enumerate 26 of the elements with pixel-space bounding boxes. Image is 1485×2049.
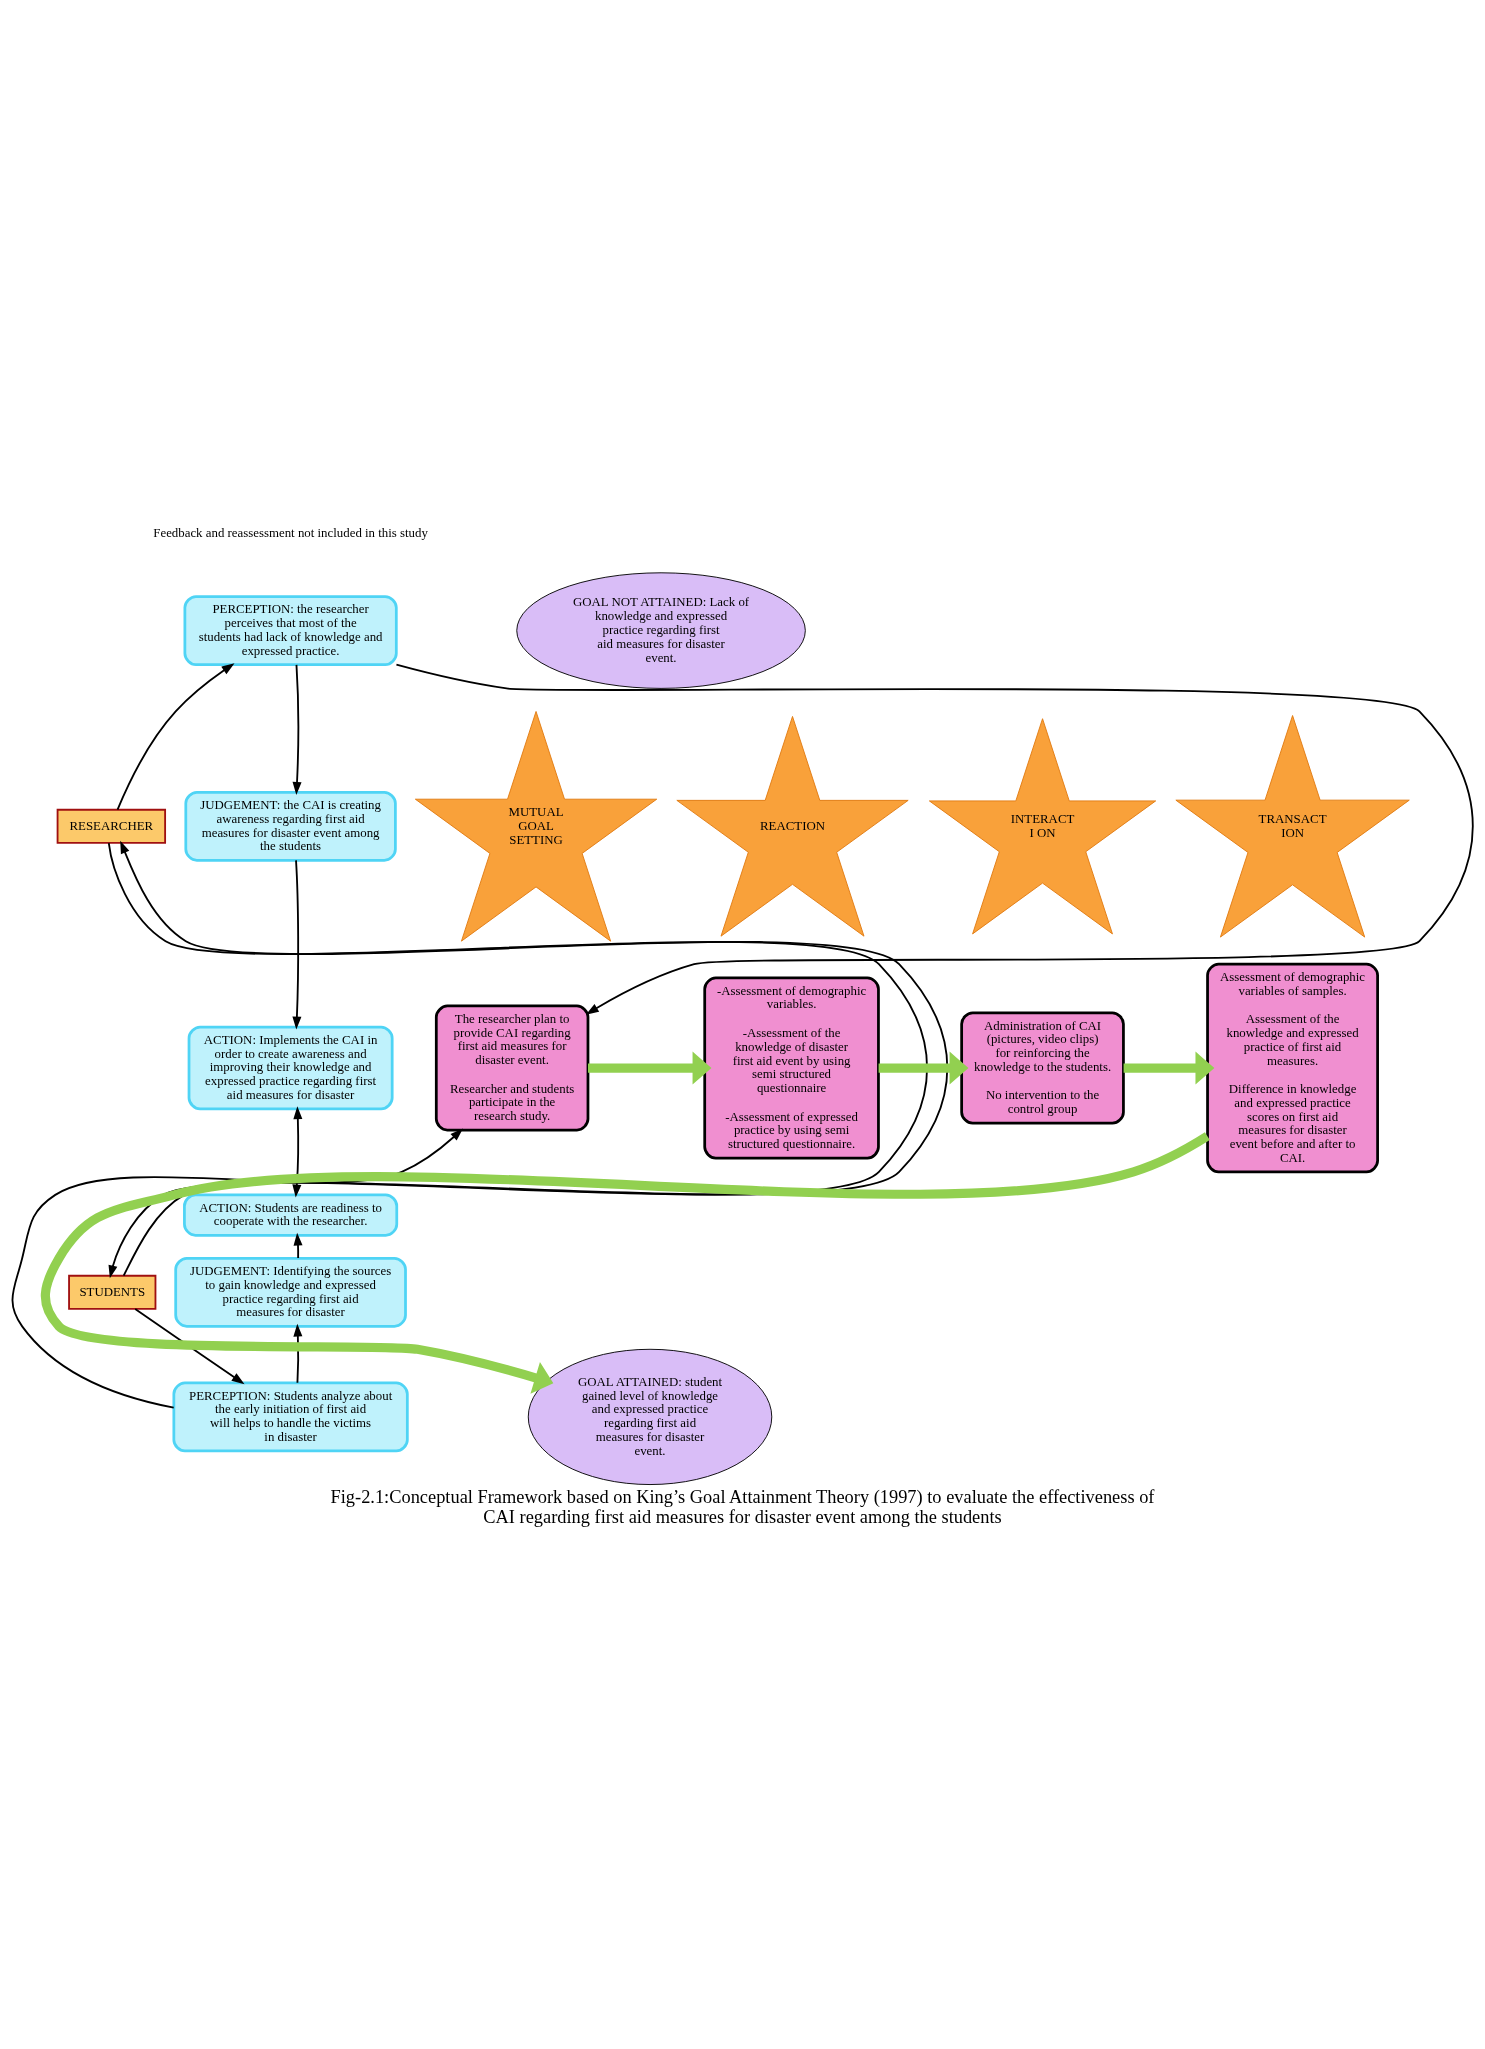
node-box: ACTION: Students are readiness to cooperate with the researcher. [183, 1193, 399, 1237]
caption: Fig-2.1:Conceptual Framework based on King’s Goal Attainment Theory (1997) to evaluate the effectiveness of CAI regarding first aid measures for disaster event among the students [330, 1486, 1155, 1528]
arrow [134, 1308, 245, 1385]
arrow [1123, 1051, 1215, 1085]
arrow [292, 663, 302, 795]
arrow [116, 663, 235, 811]
arrow [292, 1106, 303, 1198]
node-box: RESEARCHER [56, 808, 167, 844]
node-box: ACTION: Implements the CAI in order to create awareness and improving their knowledge and expressed practice regarding first aid measures for disaster [187, 1025, 394, 1111]
node-box: JUDGEMENT: Identifying the sources to gain knowledge and expressed practice regarding first aid measures for disaster [174, 1256, 407, 1328]
node-box: Assessment of demographic variables of samples. Assessment of the knowledge and expressed practice of first aid measures. Difference in knowledge and expressed practice scores on first aid measures for disaster event before and after to CAI. [1206, 962, 1379, 1174]
node-box: STUDENTS [68, 1274, 157, 1310]
node-box: The researcher plan to provide CAI regarding first aid measures for disaster event. Researcher and students participate in the research study. [434, 1004, 590, 1132]
arrow [878, 1051, 969, 1085]
node-box: Administration of CAI (pictures, video clips) for reinforcing the knowledge to the students. No intervention to the control group [960, 1011, 1125, 1125]
label: Feedback and reassessment not included in this study [153, 525, 428, 540]
node-box: -Assessment of demographic variables. -Assessment of the knowledge of disaster first aid event by using semi structured questionnaire -Assessment of expressed practice by using semi structured questionnaire. [703, 976, 880, 1160]
arrow [395, 663, 1474, 1015]
node-box: PERCEPTION: the researcher perceives that most of the students had lack of knowledge and expressed practice. [183, 595, 398, 666]
node-box: JUDGEMENT: the CAI is creating awareness regarding first aid measures for disaster event among the students [184, 790, 397, 862]
arrow [588, 1051, 712, 1085]
arrow [293, 1232, 303, 1259]
node-box: PERCEPTION: Students analyze about the early initiation of first aid will helps to handle the victims in disaster [172, 1381, 409, 1453]
arrow [41, 1132, 1210, 1394]
arrow [292, 859, 302, 1030]
node-ellipse: GOAL NOT ATTAINED: Lack of knowledge and expressed practice regarding first aid measures for disaster event. [516, 572, 806, 689]
